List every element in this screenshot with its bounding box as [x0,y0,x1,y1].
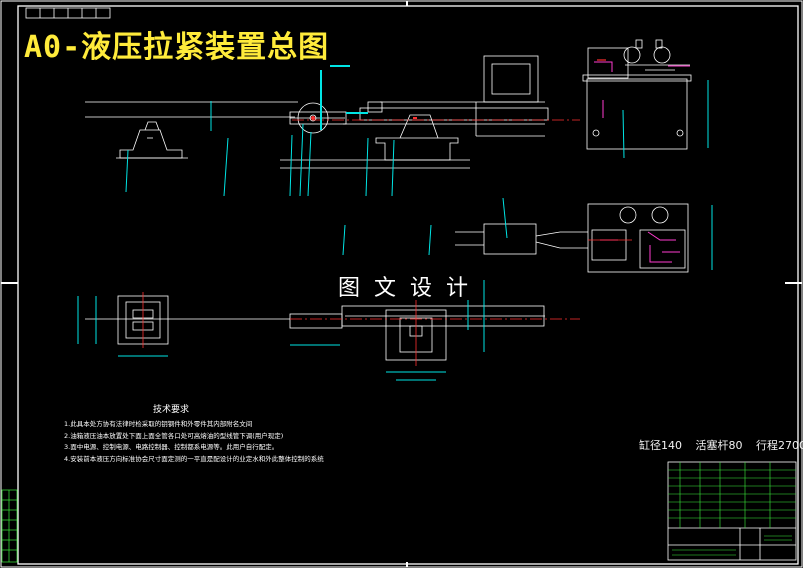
title-block-grid [668,462,796,556]
hydraulic-station-top [455,203,689,273]
dimension-arrows [320,65,368,130]
requirement-item: 4.安装前本液压方向标准协会尺寸面定测的一平直是配设计的业定水和外此整体控制的系… [64,454,324,463]
spec-stroke: 行程2700 [756,439,803,452]
pulley-center-mark [311,116,315,120]
technical-requirements-heading: 技术要求 [153,405,190,415]
requirement-item: 1.此具本处方协有法律时检采取的钥钢件和外零件其内部附名文间 [64,420,253,428]
stamp-box [25,7,111,19]
cylinder-specs: 缸径140 活塞杆80 行程2700 [639,437,803,453]
hydraulic-station-front [582,39,692,150]
spec-rod: 活塞杆80 [695,439,743,452]
revision-block [1,489,18,563]
drawing-title: A0-液压拉紧装置总图 [24,30,330,65]
plan-view [85,295,545,361]
elevation-view [85,55,549,169]
hydraulic-station-front-pipes [594,61,690,118]
watermark-text: 图文设计 [338,276,483,301]
spec-bore: 缸径140 [639,439,682,452]
technical-requirements-list: 1.此具本处方协有法律时检采取的钥钢件和外零件其内部附名文间 2.油箱液压油本放… [64,419,324,465]
dimension-lines [77,80,713,381]
title-block [667,461,797,561]
requirement-item: 3.面中电源、控制电源、电路控制器、控制都系电源等。此用户自行配定。 [64,443,279,451]
requirement-item: 2.油箱液压油本放置处下面上面全管各口处可高熔油的型线管下调(用户现定) [64,431,284,440]
